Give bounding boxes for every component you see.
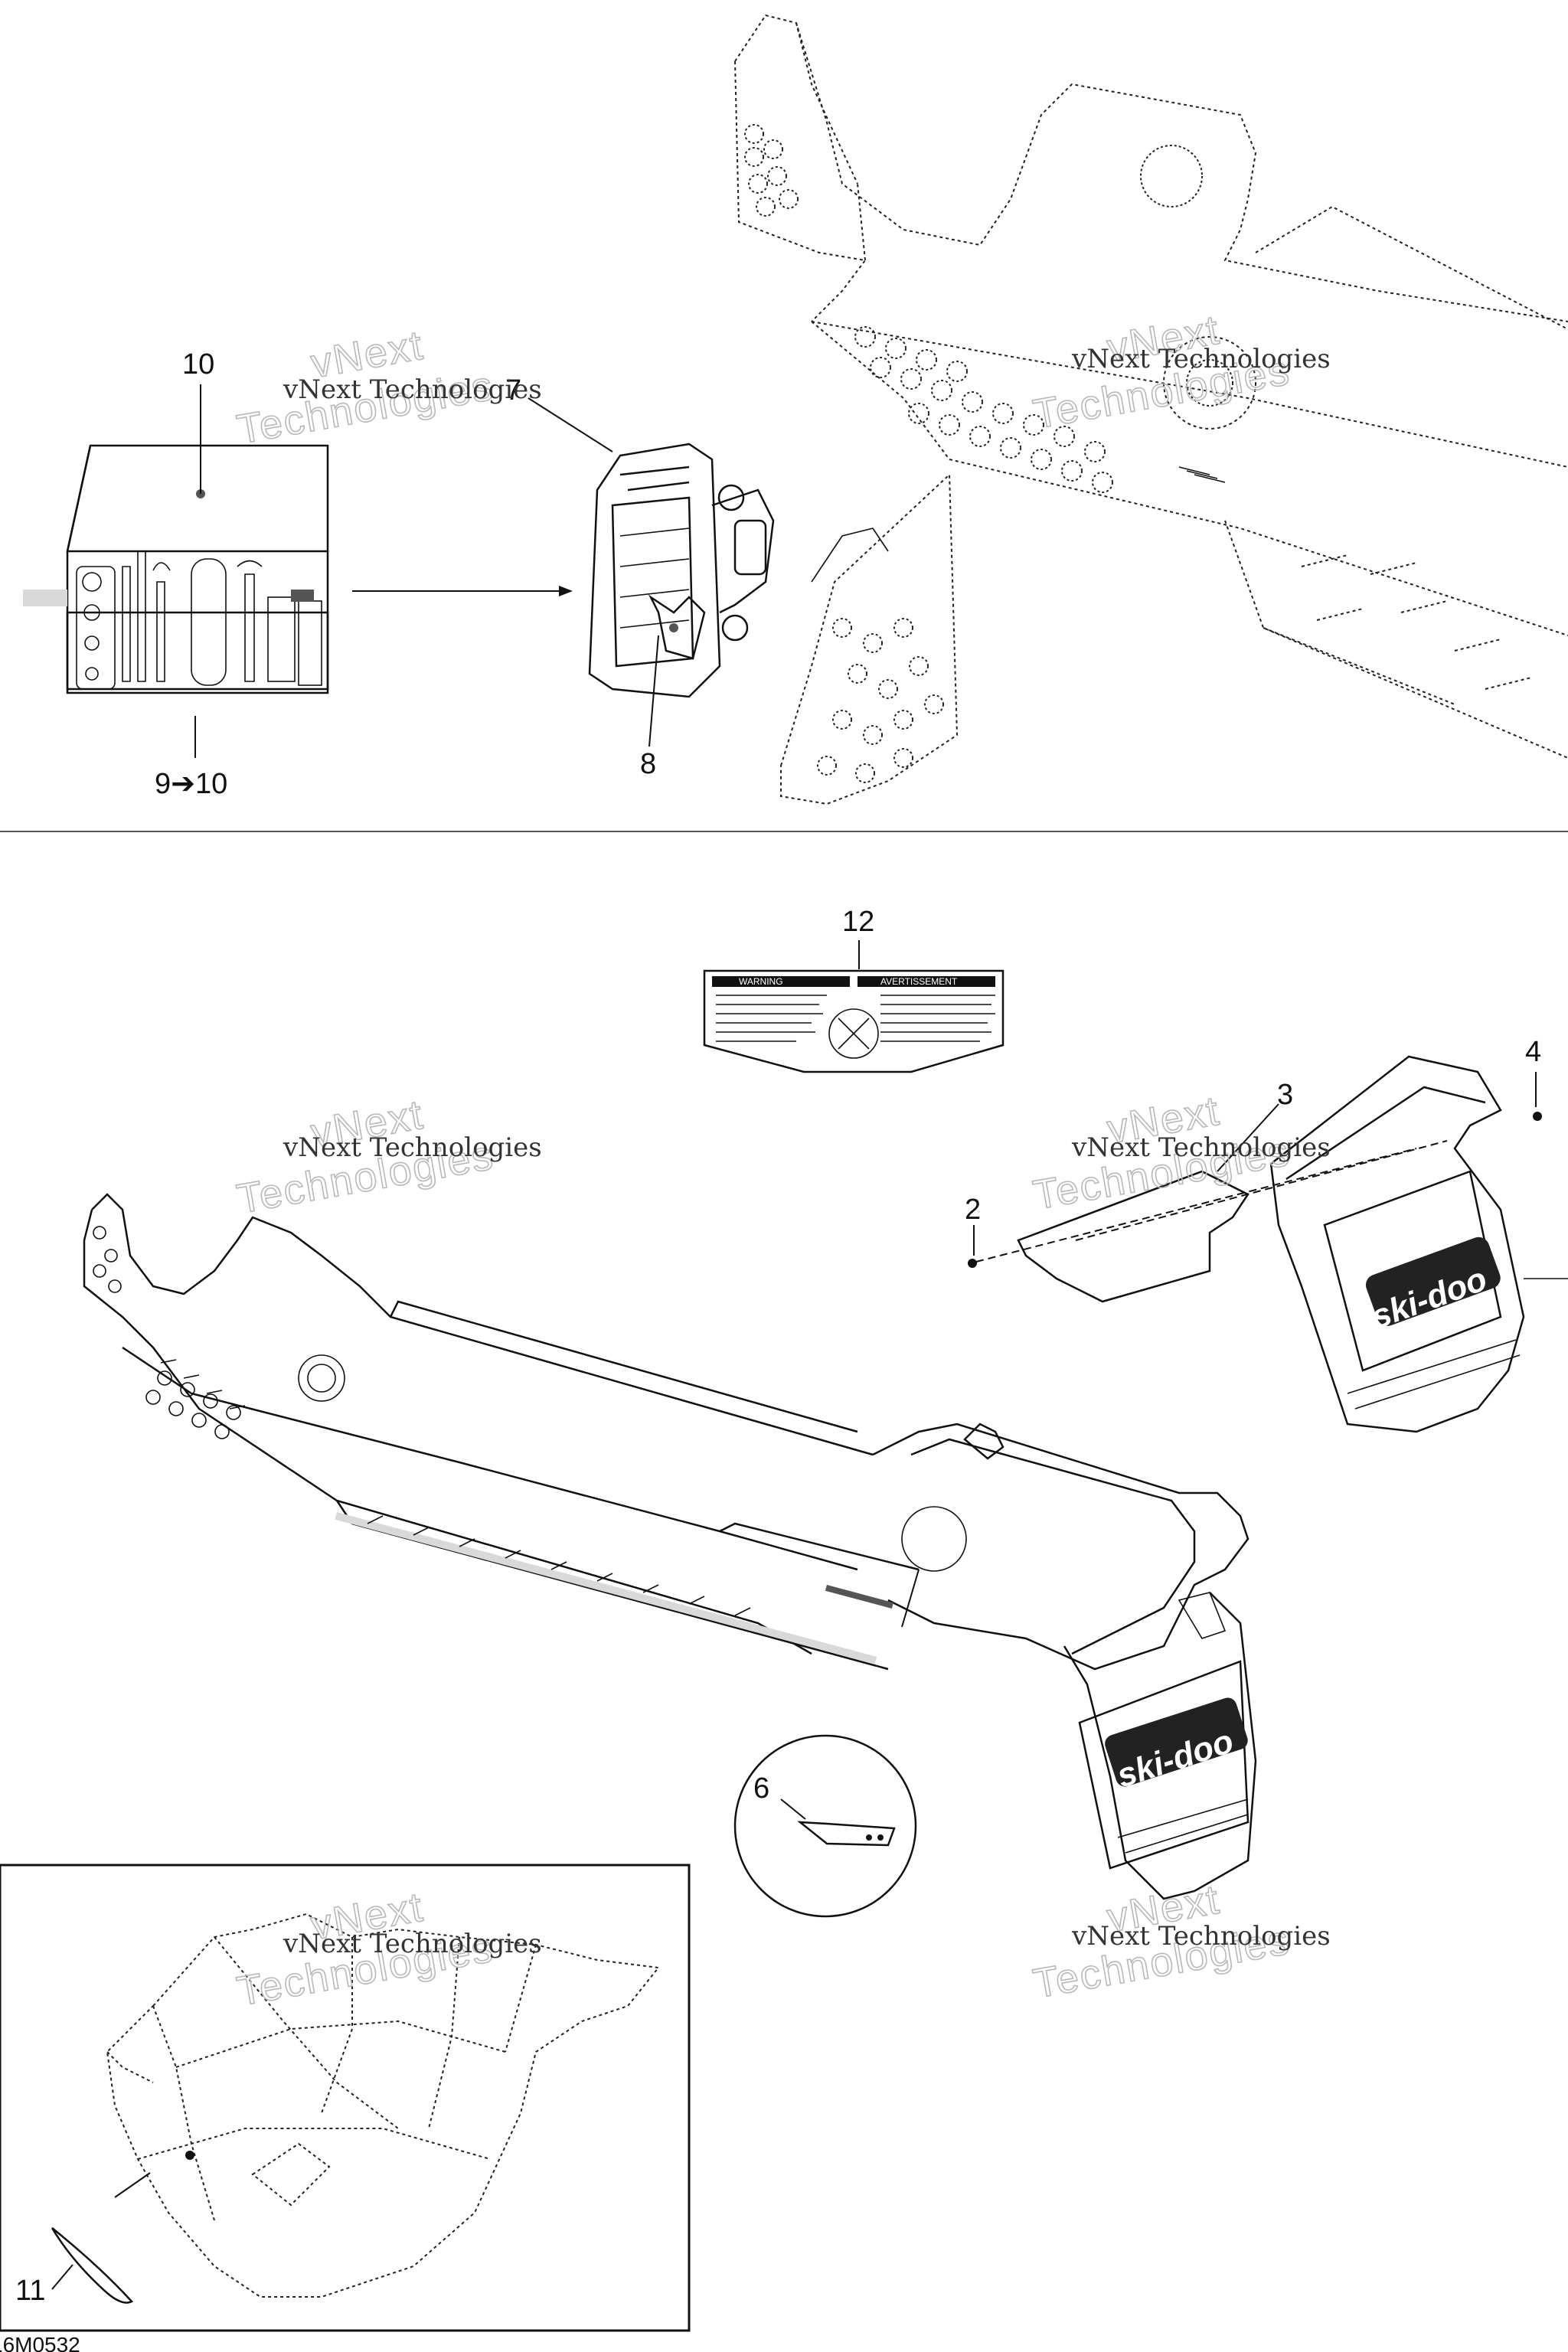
callout-4: 4 <box>1525 1036 1541 1068</box>
detail-6 <box>733 1506 967 1918</box>
callout-10: 10 <box>182 348 214 381</box>
svg-text:vNext Technologies: vNext Technologies <box>283 1929 542 1959</box>
callout-3: 3 <box>1277 1079 1293 1111</box>
drawing-code: 16M0532 <box>0 2333 80 2352</box>
callout-11: 11 <box>15 2275 45 2307</box>
svg-text:vNext Technologies: vNext Technologies <box>283 374 542 405</box>
svg-text:vNext Technologies: vNext Technologies <box>283 1132 542 1163</box>
callout-8: 8 <box>640 748 656 780</box>
inset-11 <box>0 1864 691 2332</box>
tunnel-holes <box>854 326 1113 493</box>
frame-rear-section-top <box>734 14 1568 805</box>
callout-2: 2 <box>965 1194 981 1226</box>
leaders-top <box>194 384 659 758</box>
callout-12: 12 <box>842 906 874 938</box>
svg-text:vNext Technologies: vNext Technologies <box>1071 344 1331 374</box>
svg-text:vNext Technologies: vNext Technologies <box>1071 1132 1331 1163</box>
tunnel-assembly <box>83 1193 920 1671</box>
warning-decal: WARNING AVERTISSEMENT <box>703 969 1004 1073</box>
tool-kit <box>23 444 329 694</box>
decal-right-header: AVERTISSEMENT <box>880 976 958 987</box>
decal-left-header: WARNING <box>739 976 783 987</box>
tool-box <box>588 443 775 698</box>
snowflap-assembly: ski-doo <box>968 1055 1568 1433</box>
svg-text:vNext Technologies: vNext Technologies <box>1071 1921 1331 1952</box>
callout-9-to-10: 9➔10 <box>155 768 227 800</box>
callout-6: 6 <box>753 1772 769 1805</box>
callout-7: 7 <box>505 374 521 407</box>
